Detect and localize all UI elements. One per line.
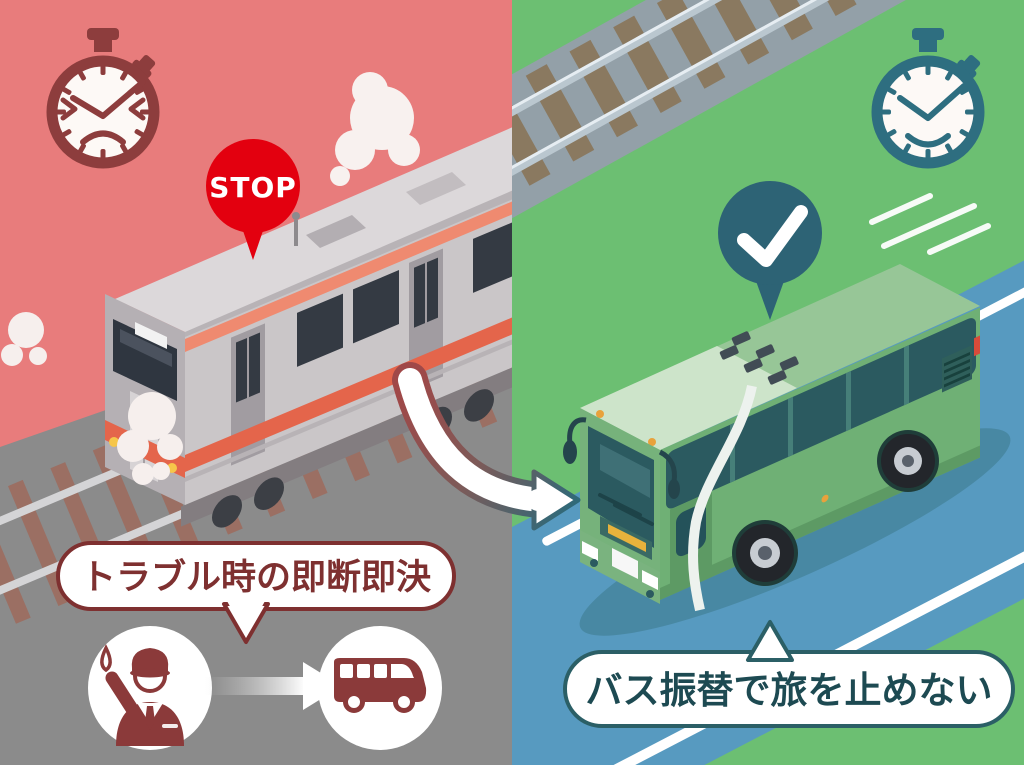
check-bubble <box>718 181 822 320</box>
clock-hands <box>897 83 967 121</box>
windshield-wipers <box>598 493 654 526</box>
train-roof <box>115 127 512 332</box>
clock-hands <box>70 79 146 119</box>
steam-cloud <box>330 72 420 186</box>
bus-swoosh-stripe <box>688 384 757 612</box>
stop-label: STOP <box>209 171 297 204</box>
glove-icon <box>100 644 112 673</box>
conductor-cap <box>131 648 169 674</box>
train-antenna <box>292 212 300 220</box>
angry-eye-right <box>128 97 146 121</box>
track-ballast <box>512 0 1024 238</box>
train-stripe-lower <box>185 287 512 472</box>
left-caption-text: トラブル時の即断即決 <box>81 557 431 598</box>
transition-arrow <box>392 362 581 531</box>
right-caption-text: バス振替で旅を止めない <box>586 669 993 712</box>
right-caption-bubble: バス振替で旅を止めない <box>563 620 1015 728</box>
bus-tail-light <box>974 335 980 357</box>
stop-bubble: STOP <box>206 139 300 260</box>
train-headlight <box>109 437 119 447</box>
steam-cloud <box>117 392 183 485</box>
train-window <box>353 270 399 344</box>
bus-window-band <box>666 318 976 509</box>
bus-amber-bar <box>608 524 646 552</box>
substitute-bus-icon <box>334 658 427 713</box>
angry-eye-left <box>60 97 78 121</box>
bus-headlight <box>642 570 658 590</box>
smile-mouth <box>905 133 951 148</box>
train-window <box>297 293 343 367</box>
speed-lines <box>869 193 991 255</box>
bus-front-wheel <box>732 520 798 586</box>
rail <box>512 0 1024 160</box>
steam-cloud <box>1 312 47 366</box>
substitute-bus-illustration <box>563 264 1011 636</box>
train-conductor-icon <box>100 644 184 746</box>
frown-mouth <box>80 130 126 145</box>
bus-mirrors <box>563 417 680 499</box>
bus-rear-wheel <box>877 430 939 492</box>
sad-stopwatch-icon <box>52 28 159 163</box>
destination-board <box>135 322 167 349</box>
train-chassis <box>181 336 512 527</box>
bus-headlight <box>582 541 598 561</box>
check-icon <box>737 205 808 267</box>
train-stopped-scene <box>0 72 512 765</box>
train-roof-vent <box>306 215 366 248</box>
train-stripe-upper <box>185 171 512 352</box>
train-window <box>473 214 512 293</box>
left-caption-bubble: トラブル時の即断即決 <box>56 541 456 644</box>
bus-substitute-scene <box>512 0 1024 765</box>
railway-track-right <box>512 0 1024 238</box>
bus-roof-front-cap <box>580 346 797 450</box>
train-roof-vent <box>406 172 466 205</box>
license-plate <box>612 548 638 579</box>
rail <box>512 0 1024 205</box>
bus-roof-vents <box>719 331 799 385</box>
happy-stopwatch-icon <box>877 28 984 163</box>
